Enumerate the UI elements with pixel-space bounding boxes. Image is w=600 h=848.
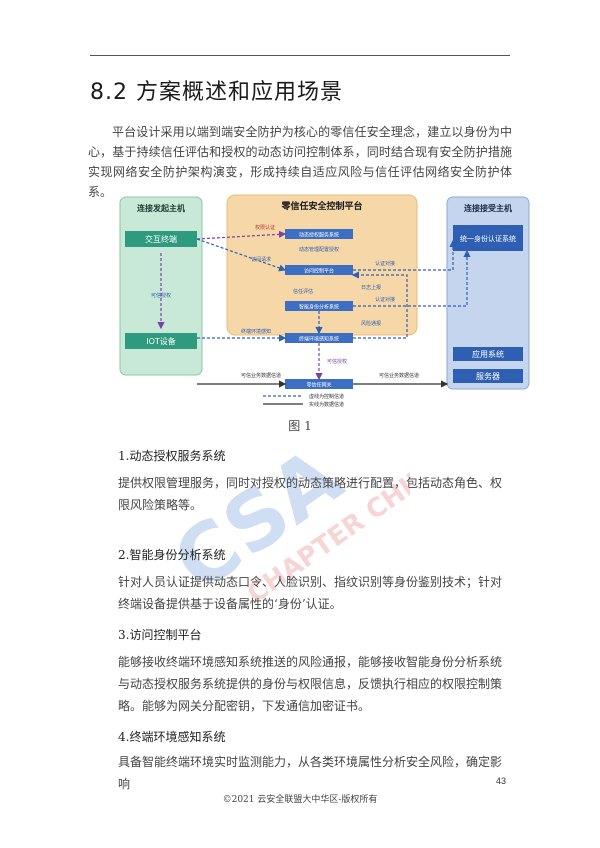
control-channels [157,230,471,381]
env-sense-box [285,333,353,343]
access-ctrl-box [285,265,353,275]
app-system-label: 应用系统 [472,349,504,359]
iot-device-label: IOT设备 [146,336,176,346]
center-panel-title: 零信任安全控制平台 [280,200,362,212]
interactive-terminal-label: 交互终端 [145,234,177,244]
section-1-heading: 1.动态授权服务系统 [118,449,226,463]
section-title: 8.2 方案概述和应用场景 [90,80,343,105]
trust-eval-label: 信任评估 [293,288,313,295]
auth-connect-1-label: 认证对接 [375,260,395,267]
unified-id-label: 统一身份认证系统 [460,234,516,243]
permission-auth-label: 权限认证 [255,224,275,231]
identity-analysis-box [285,301,353,311]
section-1-text: 提供权限管理服务，同时对授权的动态策略进行配置，包括动态角色、权限风险策略等。 [118,476,503,512]
left-panel-title: 连接发起主机 [137,203,185,213]
section-3-text: 能够接收终端环境感知系统推送的风险通报，能够接收智能身份分析系统与动态授权服务系… [118,655,503,713]
data-channel-right-label: 可信业务数据信道 [379,372,419,379]
trusted-auth-bottom-label: 可信授权 [327,358,347,365]
dyn-mgmt-label: 动态管理配置授权 [299,246,339,253]
server-box [453,369,523,383]
auth-connect-2-label: 认证对接 [375,296,395,303]
log-report-label: 日志上报 [361,284,381,291]
access-request-label: 访问请求 [251,256,271,263]
env-sense-label: 终端环境感知系统 [299,336,339,343]
risk-report-label: 风险通报 [361,320,381,327]
intro-paragraph: 平台设计采用以端到端安全防护为核心的零信任安全理念，建立以身份为中心，基于持续信… [88,125,512,199]
unified-id-box [453,225,523,251]
dyn-auth-label: 动态授权服务系统 [299,232,339,239]
dyn-auth-box [285,229,353,239]
legend-solid-label: 实线为数据信道 [309,401,344,408]
gateway-label: 零信任网关 [306,382,331,389]
legend-dashed-label: 虚线为控制信道 [309,393,344,400]
right-panel-title: 连接接受主机 [464,203,512,213]
footer-copyright: ©2021 云安全联盟大中华区-版权所有 [222,795,378,805]
iot-device-box [125,333,197,349]
interactive-terminal-box [125,231,197,247]
section-3-heading: 3.访问控制平台 [118,628,202,642]
env-sense-arrow-label: 终端环境感知 [241,328,271,335]
section-2-heading: 2.智能身份分析系统 [118,548,226,562]
access-ctrl-label: 访问控制平台 [304,268,334,275]
section-2-text: 针对人员认证提供动态口令、人脸识别、指纹识别等身份鉴别技术；针对终端设备提供基于… [118,575,503,611]
section-4-heading: 4.终端环境感知系统 [118,730,226,744]
section-4-text: 具备智能终端环境实时监测能力，从各类环境属性分析安全风险，确定影响 [118,755,503,791]
header-rule [90,55,510,56]
gateway-box [285,379,353,389]
architecture-diagram: 连接发起主机 交互终端 IOT设备 可信授权 零信任安全控制平台 动态授权服务系… [119,194,530,408]
identity-analysis-label: 智能身份分析系统 [299,304,339,311]
server-label: 服务器 [476,371,500,381]
data-channel-left-label: 可信业务数据信道 [241,372,281,379]
figure-caption: 图 1 [288,419,312,433]
app-system-box [453,347,523,361]
page-number: 43 [496,776,507,786]
